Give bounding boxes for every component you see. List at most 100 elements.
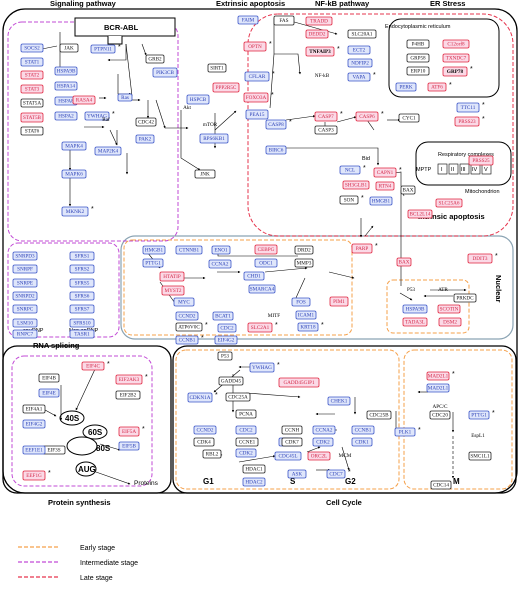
node-label: DDIT3 [473, 256, 488, 262]
node-myst2: MYST2 [161, 285, 185, 296]
node-box [454, 116, 480, 127]
node-box [152, 67, 178, 78]
node-label: PEA15 [250, 112, 265, 118]
cell-cycle-title: Cell Cycle [326, 498, 362, 507]
node-smarca4: SMARCA4 [248, 284, 276, 294]
node-bax2: BAX [396, 257, 412, 267]
node-label: OPTN [248, 44, 262, 50]
node-box [115, 374, 143, 385]
node-sfrs6: SFRS6 [69, 291, 95, 301]
node-eif3s: EIF3S [42, 445, 66, 455]
node-box [22, 470, 46, 481]
node-box [247, 322, 273, 333]
node-box [212, 311, 234, 321]
node-p4hb: P4HB [406, 39, 430, 49]
significance-star: * [321, 322, 324, 329]
significance-star: * [482, 102, 485, 109]
node-label: NCL [345, 168, 355, 174]
node-ppp2r5c: PPP2R5C [212, 82, 240, 93]
node-rtn4: RTN4 [375, 181, 395, 191]
node-label: SFRS5 [75, 281, 90, 287]
node-label: GRP78 [447, 69, 464, 75]
node-label: CDC25B [369, 413, 389, 419]
node-label: CCND2 [196, 428, 213, 434]
node-label: PIM1 [333, 299, 345, 305]
node-label: P4HB [412, 42, 425, 48]
node-drd2: DRD2 [294, 245, 314, 255]
node-label: HSPA2 [58, 114, 74, 120]
aug-codon: AUG [78, 465, 96, 474]
node-box [305, 29, 329, 39]
legend: Early stage Intermediate stage Late stag… [18, 545, 138, 582]
node-label: CHEK1 [331, 399, 348, 405]
node-ras: Ras [117, 93, 133, 102]
node-label: FAIM [242, 18, 255, 24]
node-box [426, 383, 450, 393]
node-cdc45l: CDC45L [274, 451, 302, 461]
node-stat2: STAT2 [20, 70, 44, 80]
node-label: PTPN11 [94, 47, 112, 53]
node-box [61, 141, 87, 151]
node-tradd: TRADD [305, 16, 333, 26]
node-hdac1: HDAC1 [242, 464, 266, 474]
node-box [314, 125, 338, 135]
node-label: SFRS2 [75, 267, 90, 273]
complex-V: V [484, 167, 488, 173]
node-pak2: PAK2 [135, 134, 155, 144]
node-label: PERK [399, 85, 413, 91]
node-label: EIF4A1 [26, 407, 43, 413]
node-box [22, 419, 46, 429]
node-label: ODC1 [259, 261, 273, 267]
node-apcc: APC/C [433, 404, 449, 410]
node-prss25: PRSS25 [468, 155, 494, 166]
node-label: EEF1E1 [25, 448, 43, 454]
node-hspa9b: HSPA9B [54, 66, 78, 76]
ribosome-60s: 60S [88, 428, 103, 437]
node-casp3: CASP3 [314, 125, 338, 135]
node-cdk4: CDK4 [193, 437, 215, 447]
node-c12orf8: C12orf8 [442, 39, 470, 49]
node-box [212, 82, 240, 93]
node-eif4c: EIF4C [81, 361, 105, 371]
significance-star: * [337, 46, 340, 53]
node-ncl: NCL [339, 165, 361, 175]
node-mmp3: MMP3 [294, 258, 314, 268]
node-tada3l: TADA3L [402, 317, 428, 327]
node-box [117, 93, 133, 102]
node-label: mTOR [203, 122, 218, 128]
node-box [442, 53, 470, 63]
node-box [20, 84, 44, 94]
node-label: C12orf8 [447, 41, 465, 48]
node-label: CCNB1 [355, 428, 372, 434]
node-stat6: STAT6 [20, 126, 44, 136]
node-box [84, 111, 110, 121]
node-label: HMGB1 [372, 199, 391, 205]
node-box [294, 258, 314, 268]
node-label: EIF4G2 [26, 422, 43, 428]
ribosome-80s: 80S [96, 444, 111, 453]
node-box [467, 253, 493, 264]
node-cdk7: CDK7 [281, 437, 303, 447]
phase-g1: G1 [203, 477, 214, 486]
node-label: ATF6 [431, 85, 443, 91]
node-snrpd2: SNRPD2 [12, 291, 38, 301]
node-label: EIF2AK3 [119, 377, 140, 383]
node-cflar: CFLAR [244, 71, 270, 82]
node-eif4b: EIF4B [38, 373, 60, 383]
node-label: CCNA2 [315, 428, 332, 434]
significance-star: * [277, 362, 280, 369]
bcr-abl-label: BCR-ABL [104, 23, 139, 32]
proteins-label: Proteins [134, 480, 159, 487]
node-eif5b: EIF5B [118, 441, 140, 451]
node-map2k4: MAP2K4 [94, 146, 122, 156]
node-box [22, 404, 46, 414]
nuclear-title: Nuclear [494, 275, 503, 303]
node-box [12, 291, 38, 301]
node-box [429, 410, 451, 420]
node-box [115, 390, 141, 400]
node-mapk6: MAPK6 [61, 169, 87, 179]
node-box [347, 29, 377, 39]
node-txndc7: TXNDC7 [442, 53, 470, 63]
node-box [237, 15, 259, 25]
